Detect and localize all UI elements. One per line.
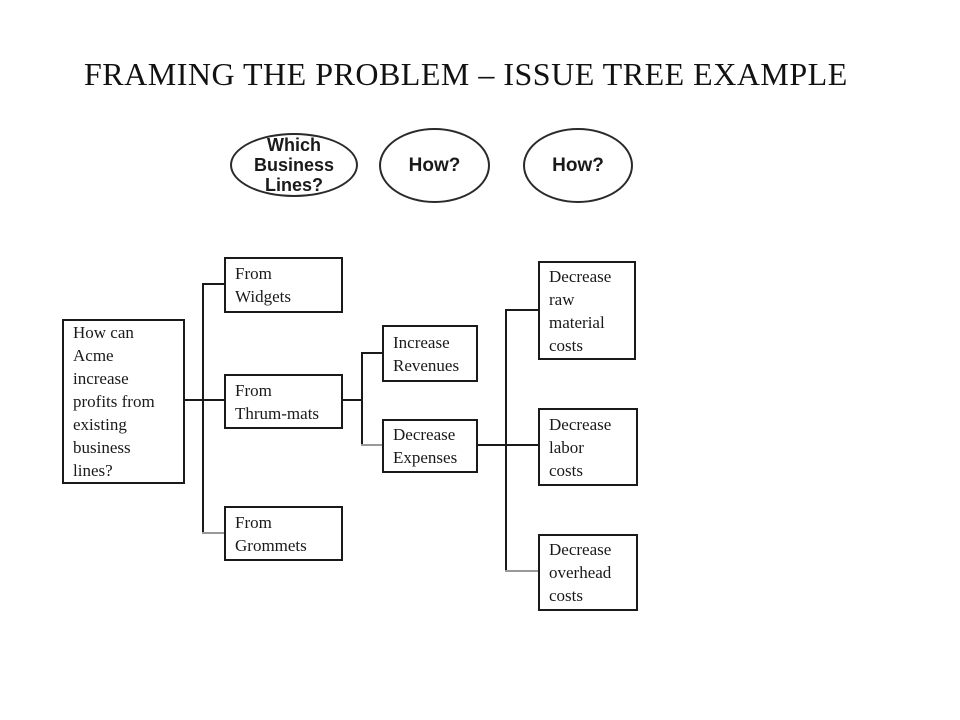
- connector-spine-level3: [505, 309, 507, 572]
- node-label: From Widgets: [235, 264, 291, 306]
- connector-to-overhead-costs: [505, 570, 538, 572]
- connector-to-increase-revenues: [361, 352, 382, 354]
- node-increase-revenues: Increase Revenues: [382, 325, 478, 382]
- node-root-question: How can Acme increase profits from exist…: [62, 319, 185, 484]
- node-decrease-overhead-costs: Decrease overhead costs: [538, 534, 638, 611]
- node-from-grommets: From Grommets: [224, 506, 343, 561]
- node-label: From Thrum-mats: [235, 380, 320, 423]
- node-decrease-labor-costs: Decrease labor costs: [538, 408, 638, 486]
- node-from-thrum-mats: From Thrum-mats: [224, 374, 343, 429]
- connector-root-to-from-thrum-mats: [185, 399, 224, 401]
- question-ellipse-how-2: How?: [523, 128, 633, 203]
- connector-spine-level1: [202, 283, 204, 534]
- question-ellipse-which-business-lines: Which Business Lines?: [230, 133, 358, 197]
- question-ellipse-how-1: How?: [379, 128, 490, 203]
- node-label: Decrease overhead costs: [549, 540, 612, 605]
- connector-to-from-widgets: [202, 283, 224, 285]
- node-from-widgets: From Widgets: [224, 257, 343, 313]
- ellipse-label: How?: [408, 154, 461, 176]
- connector-spine-level2: [361, 352, 363, 446]
- connector-to-decrease-expenses: [361, 444, 382, 446]
- node-label: Decrease raw material costs: [549, 266, 612, 355]
- node-label: From Grommets: [235, 512, 307, 555]
- node-label: Decrease Expenses: [393, 425, 458, 467]
- connector-to-raw-material-costs: [505, 309, 538, 311]
- node-label: Decrease labor costs: [549, 414, 612, 480]
- node-decrease-raw-material-costs: Decrease raw material costs: [538, 261, 636, 360]
- connector-decrease-expenses-to-labor-costs: [478, 444, 538, 446]
- connector-from-thrum-mats-out: [343, 399, 361, 401]
- node-decrease-expenses: Decrease Expenses: [382, 419, 478, 473]
- ellipse-label: Which Business Lines?: [253, 135, 335, 195]
- ellipse-label: How?: [552, 154, 604, 176]
- page-title: FRAMING THE PROBLEM – ISSUE TREE EXAMPLE: [84, 56, 848, 92]
- node-label: Increase Revenues: [393, 332, 460, 375]
- node-label: How can Acme increase profits from exist…: [73, 323, 155, 480]
- connector-to-from-grommets: [202, 532, 224, 534]
